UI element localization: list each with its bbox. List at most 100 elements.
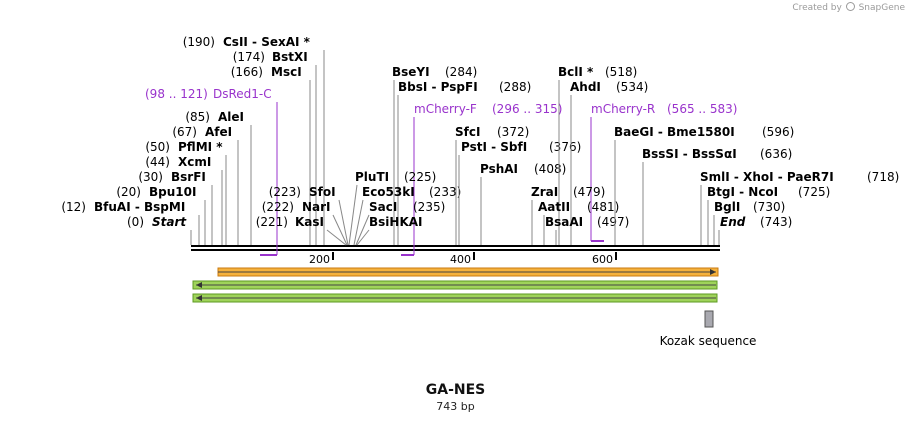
site-name: XcmI xyxy=(178,155,211,169)
site-start[interactable]: (0) Start xyxy=(127,215,192,245)
site-pos: (730) xyxy=(753,200,785,214)
site-pos: (481) xyxy=(587,200,619,214)
feature-kozak-label: Kozak sequence xyxy=(660,334,757,348)
site-kasi[interactable]: (221) KasI xyxy=(256,215,347,246)
site-pos: (166) xyxy=(231,65,263,79)
primer-dsred1-c-range: (98 .. 121) xyxy=(145,87,208,101)
site-pos: (479) xyxy=(573,185,605,199)
site-pos: (596) xyxy=(762,125,794,139)
primer-mcherry-f-name: mCherry-F xyxy=(414,102,477,116)
site-pos: (0) xyxy=(127,215,144,229)
site-pos: (376) xyxy=(549,140,581,154)
credit-prefix: Created by xyxy=(792,3,842,13)
site-name: PshAI xyxy=(480,162,518,176)
site-pos: (190) xyxy=(183,35,215,49)
site-name: End xyxy=(720,215,746,229)
site-zrai[interactable]: ZraI (479) xyxy=(531,185,605,245)
site-csii-sexai[interactable]: (190) CsII - SexAI * xyxy=(183,35,325,245)
site-bsrfi[interactable]: (30) BsrFI xyxy=(138,170,213,245)
primer-mcherry-r-name: mCherry-R xyxy=(591,102,655,116)
site-name: SacI xyxy=(369,200,397,214)
site-pos: (718) xyxy=(867,170,899,184)
site-smli-xhoi-paer7i[interactable]: SmlI - XhoI - PaeR7I (718) xyxy=(700,170,899,245)
site-pflmi[interactable]: (50) PflMI * xyxy=(145,140,227,245)
site-pos: (518) xyxy=(605,65,637,79)
site-pluti[interactable]: PluTI (225) xyxy=(348,170,436,246)
orf-reverse-1[interactable] xyxy=(192,280,718,290)
tick-label-200: 200 xyxy=(309,253,330,266)
site-name: BglI xyxy=(714,200,740,214)
site-bbsi-pspfi[interactable]: BbsI - PspFI (288) xyxy=(397,80,531,245)
primer-mcherry-r-range: (565 .. 583) xyxy=(667,102,737,116)
site-alei[interactable]: (85) AleI xyxy=(185,110,252,245)
site-name: MscI xyxy=(271,65,302,79)
site-bseyi[interactable]: BseYI (284) xyxy=(392,65,477,245)
site-pos: (12) xyxy=(61,200,86,214)
site-bsihkai[interactable]: BsiHKAI xyxy=(356,215,423,246)
site-afei[interactable]: (67) AfeI xyxy=(172,125,239,245)
site-name: Start xyxy=(152,215,187,229)
site-xcmi[interactable]: (44) XcmI xyxy=(145,155,223,245)
site-ahdi[interactable]: AhdI (534) xyxy=(570,80,648,245)
site-bgli[interactable]: BglI (730) xyxy=(713,200,785,245)
site-bstxi[interactable]: (174) BstXI xyxy=(233,50,317,245)
site-psti-sbfi[interactable]: PstI - SbfI (376) xyxy=(458,140,581,245)
site-bfuai-bspmi[interactable]: (12) BfuAI - BspMI xyxy=(61,200,200,245)
snapgene-logo-icon xyxy=(845,2,855,11)
primer-mcherry-r[interactable]: mCherry-R (565 .. 583) xyxy=(590,102,737,242)
site-name: BstXI xyxy=(272,50,308,64)
site-name: CsII - SexAI * xyxy=(223,35,311,49)
orf-reverse-2[interactable] xyxy=(192,293,718,303)
site-pos: (225) xyxy=(404,170,436,184)
construct-title: GA-NES xyxy=(425,382,486,398)
site-bsssi-bsssai[interactable]: BssSI - BssSαI (636) xyxy=(642,147,792,245)
site-pos: (497) xyxy=(597,215,629,229)
site-pos: (223) xyxy=(269,185,301,199)
site-name: PstI - SbfI xyxy=(461,140,527,154)
site-msci[interactable]: (166) MscI xyxy=(231,65,311,245)
site-name: BclI * xyxy=(558,65,594,79)
primer-mcherry-f-range: (296 .. 315) xyxy=(492,102,562,116)
site-name: BsrFI xyxy=(171,170,206,184)
site-pos: (372) xyxy=(497,125,529,139)
site-end[interactable]: End (743) xyxy=(718,215,792,245)
site-pos: (20) xyxy=(116,185,141,199)
site-btgi-ncoi[interactable]: BtgI - NcoI (725) xyxy=(707,185,830,245)
site-pos: (233) xyxy=(429,185,461,199)
site-sfci[interactable]: SfcI (372) xyxy=(455,125,529,245)
site-name: BssSI - BssSαI xyxy=(642,147,737,161)
site-pos: (30) xyxy=(138,170,163,184)
site-bpu10i[interactable]: (20) Bpu10I xyxy=(116,185,206,245)
construct-length: 743 bp xyxy=(436,400,475,413)
snapgene-credit: Created by SnapGene xyxy=(792,2,905,13)
site-bsaai[interactable]: BsaAI (497) xyxy=(545,215,629,245)
site-pshai[interactable]: PshAI (408) xyxy=(480,162,566,245)
site-name: BsaAI xyxy=(545,215,583,229)
site-name: SfoI xyxy=(309,185,336,199)
site-pos: (235) xyxy=(413,200,445,214)
site-saci[interactable]: SacI (235) xyxy=(355,200,445,246)
site-name: BtgI - NcoI xyxy=(707,185,778,199)
site-pos: (743) xyxy=(760,215,792,229)
site-aatii[interactable]: AatII (481) xyxy=(538,200,619,245)
orf-forward[interactable] xyxy=(217,267,719,277)
site-pos: (408) xyxy=(534,162,566,176)
tick-600: 600 xyxy=(592,252,617,266)
site-sfoi[interactable]: (223) SfoI xyxy=(269,185,349,246)
site-pos: (284) xyxy=(445,65,477,79)
primer-dsred1-c[interactable]: (98 .. 121) DsRed1-C xyxy=(145,87,278,256)
site-baegi-bme1580i[interactable]: BaeGI - Bme1580I (596) xyxy=(614,125,794,245)
primer-mcherry-f[interactable]: mCherry-F (296 .. 315) xyxy=(401,102,562,256)
site-pos: (534) xyxy=(616,80,648,94)
site-eco53ki[interactable]: Eco53kI (233) xyxy=(353,185,461,246)
site-name: PluTI xyxy=(355,170,389,184)
feature-kozak[interactable]: Kozak sequence xyxy=(660,310,757,348)
primer-dsred1-c-name: DsRed1-C xyxy=(213,87,272,101)
site-pos: (222) xyxy=(262,200,294,214)
tick-200: 200 xyxy=(309,252,334,266)
site-name: ZraI xyxy=(531,185,558,199)
site-name: Eco53kI xyxy=(362,185,415,199)
site-bcli[interactable]: BclI * (518) xyxy=(558,65,637,245)
site-nari[interactable]: (222) NarI xyxy=(262,200,348,246)
site-pos: (67) xyxy=(172,125,197,139)
